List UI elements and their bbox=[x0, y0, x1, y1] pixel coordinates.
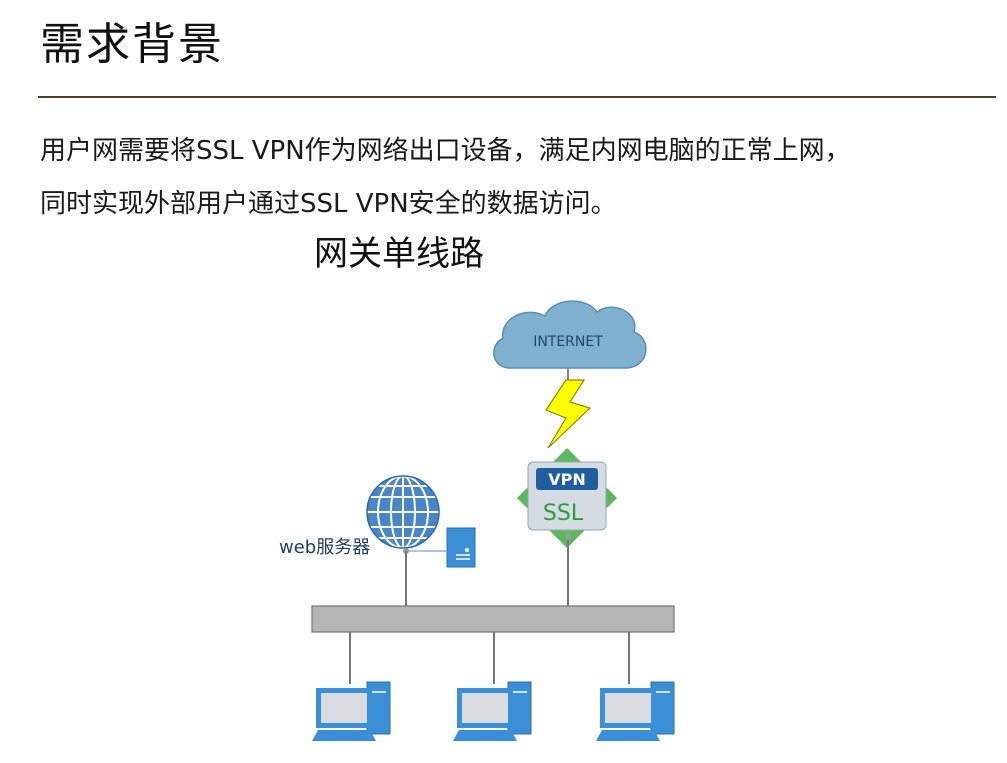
globe-icon bbox=[366, 475, 440, 549]
lightning-bolt-icon bbox=[545, 379, 592, 449]
paragraph-line-1: 用户网需要将SSL VPN作为网络出口设备，满足内网电脑的正常上网， bbox=[40, 136, 851, 166]
server-icon bbox=[446, 527, 476, 568]
computer-icon bbox=[453, 681, 532, 741]
network-switch bbox=[311, 605, 675, 633]
vpn-badge bbox=[536, 468, 598, 490]
cloud-label: INTERNET bbox=[533, 334, 603, 350]
ssl-vpn-device: VPN SSL bbox=[517, 448, 617, 548]
vpn-port-dot bbox=[565, 534, 571, 540]
title-divider bbox=[38, 96, 996, 98]
ssl-label: SSL bbox=[543, 501, 584, 526]
paragraph-line-2: 同时实现外部用户通过SSL VPN安全的数据访问。 bbox=[40, 189, 617, 219]
internet-cloud: INTERNET bbox=[493, 300, 647, 369]
vpn-badge-label: VPN bbox=[548, 470, 586, 489]
computer-icon bbox=[312, 681, 391, 741]
computer-icon bbox=[596, 681, 675, 741]
page-title: 需求背景 bbox=[40, 19, 224, 70]
web-server-label: web服务器 bbox=[279, 537, 370, 558]
diagram-title: 网关单线路 bbox=[314, 234, 484, 274]
